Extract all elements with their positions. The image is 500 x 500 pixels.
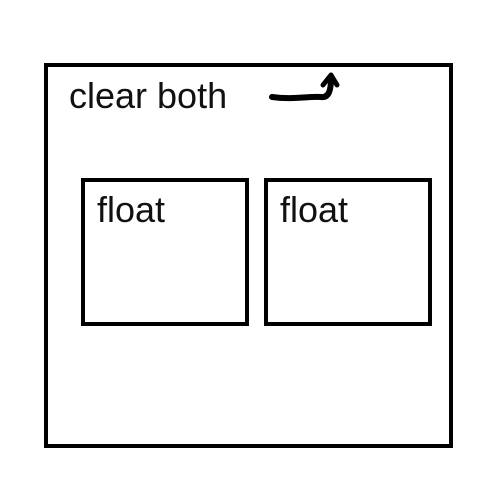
float-label-right: float <box>280 189 349 230</box>
curved-up-arrow-icon <box>269 72 340 102</box>
float-label-left: float <box>97 189 166 230</box>
container-box <box>44 63 453 448</box>
float-box-left: float <box>81 178 249 326</box>
container-label: clear both <box>69 75 228 116</box>
float-box-right: float <box>264 178 432 326</box>
